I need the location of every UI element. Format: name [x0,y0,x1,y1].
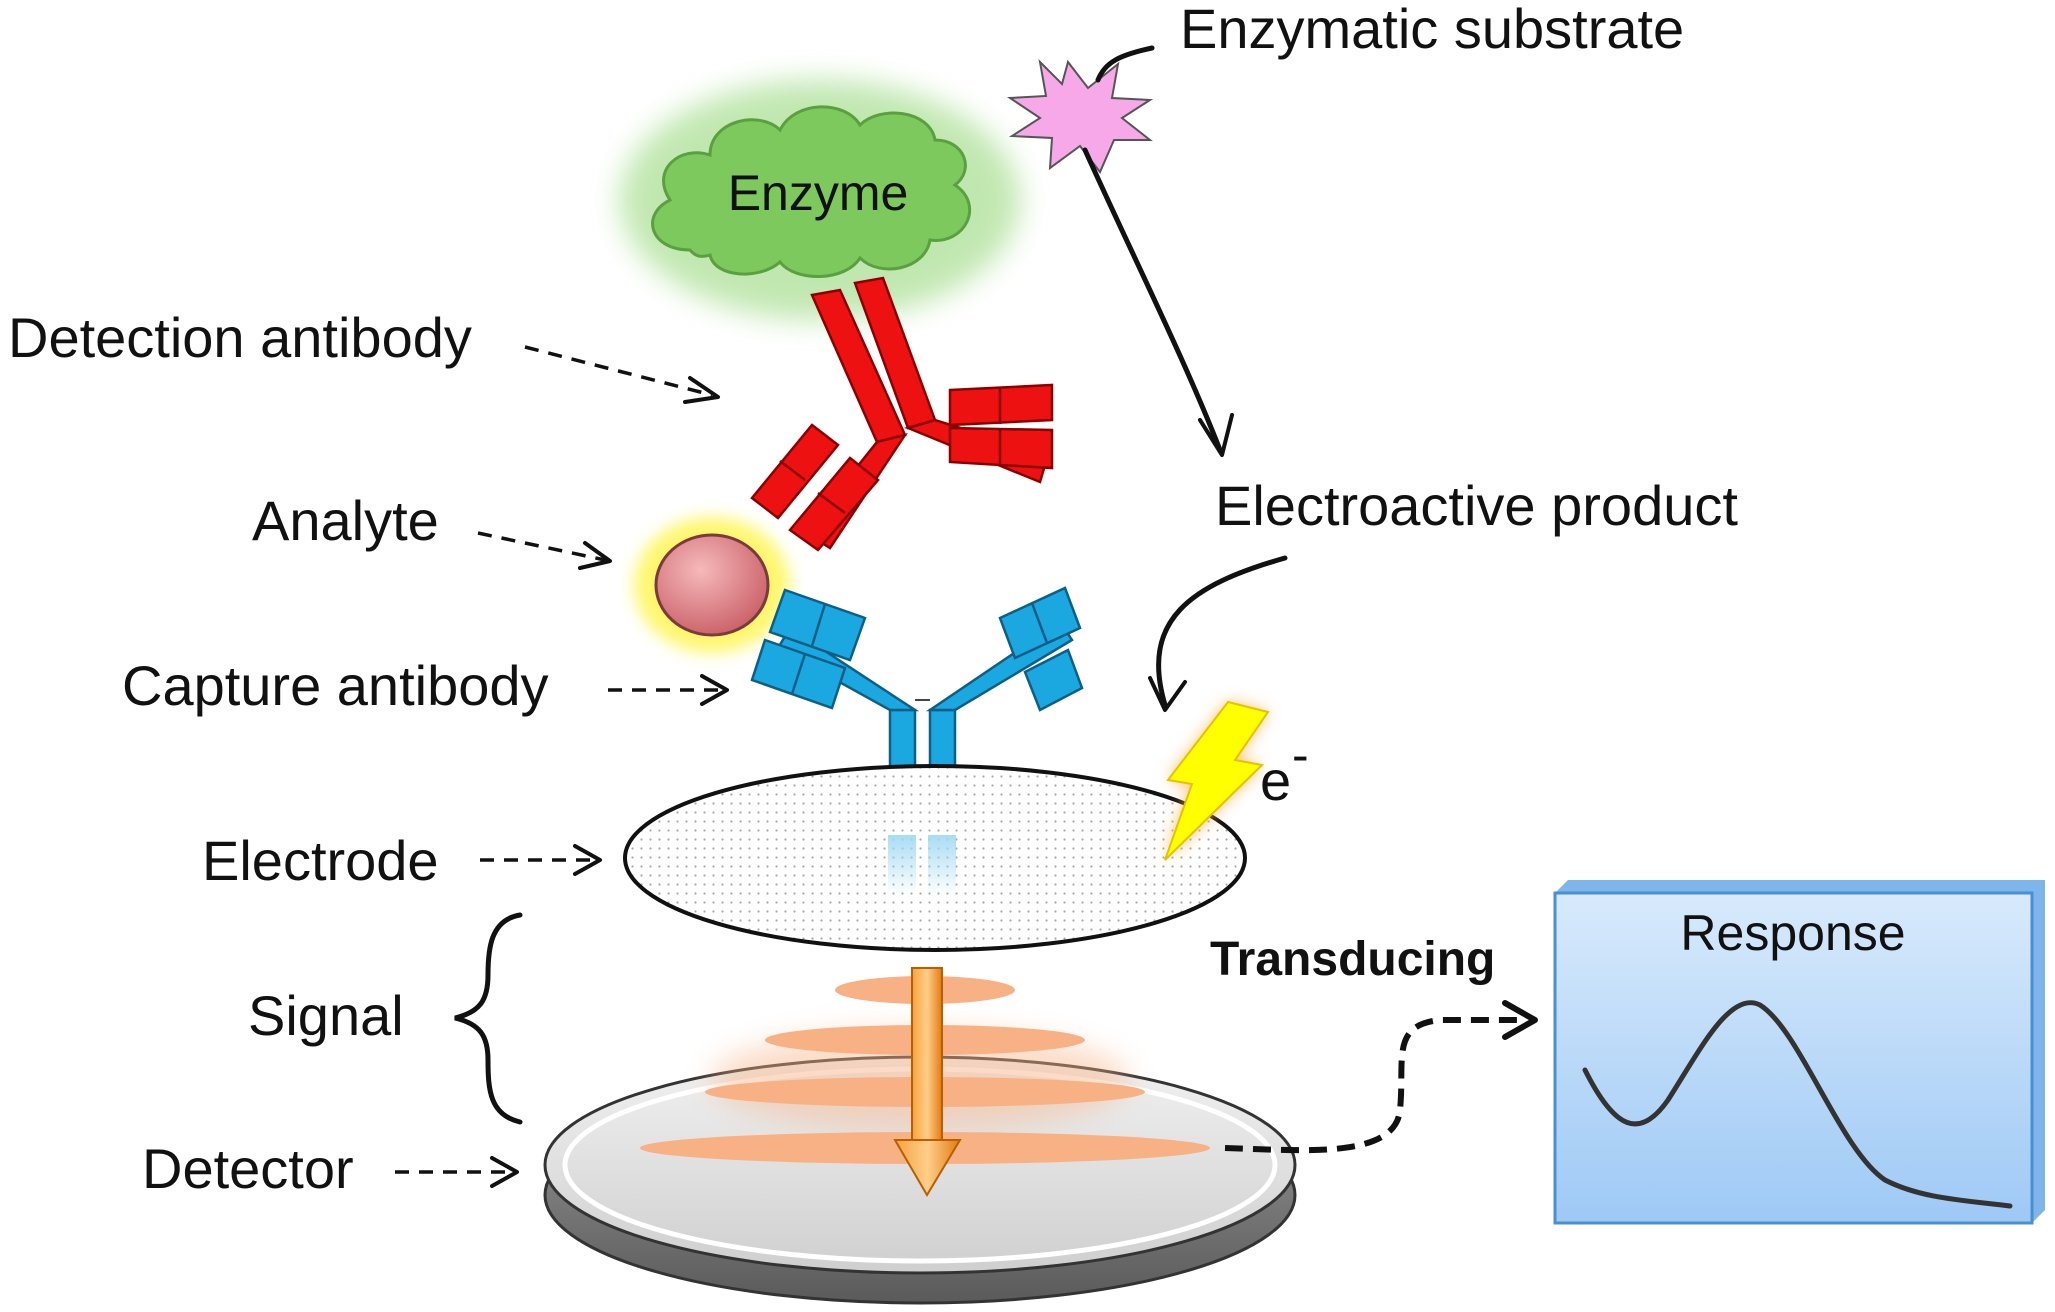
signal-brace [454,912,523,1125]
product-to-electrode-arrowhead [1148,676,1187,712]
substrate-to-product-arrow [1082,147,1223,453]
analyte-label: Analyte [252,489,439,552]
electron-lightning-icon [1164,700,1270,861]
detection-antibody-pointer-head [683,376,720,404]
detector-pointer-head [490,1156,519,1188]
transducing-arrow [1224,1017,1525,1154]
transducing-label: Transducing [1210,933,1495,986]
capture-antibody-label: Capture antibody [122,654,549,717]
product-to-electrode-arrow [1156,555,1288,708]
enzyme-label: Enzyme [728,165,909,221]
electron-charge-label: - [1292,727,1309,783]
transducing-arrowhead [1502,1000,1538,1040]
analyte-pointer-head [578,541,612,570]
enzymatic-substrate-label: Enzymatic substrate [1180,0,1684,60]
analyte-sphere [634,517,790,653]
analyte-pointer [477,531,606,562]
signal-label: Signal [248,984,404,1047]
detection-antibody [750,276,1054,552]
response-panel [1553,880,2045,1225]
electrode-disk [623,764,1247,952]
response-label: Response [1680,905,1905,961]
signal-down-arrow [893,967,962,1197]
substrate-leader-line [1095,45,1155,83]
electrode-label: Electrode [202,829,439,892]
electroactive-product-label: Electroactive product [1215,474,1738,537]
substrate-to-product-arrowhead [1198,413,1234,457]
enzyme-cloud [620,80,1020,320]
detection-antibody-label: Detection antibody [8,306,472,369]
capture-antibody-pointer-head [700,674,729,706]
detection-antibody-pointer [524,345,713,397]
response-curve [1582,1000,2013,1209]
enzymatic-substrate-star [1006,59,1154,174]
electrode-pointer-head [573,844,602,876]
detector-label: Detector [142,1137,354,1200]
electron-label: e [1260,749,1291,812]
